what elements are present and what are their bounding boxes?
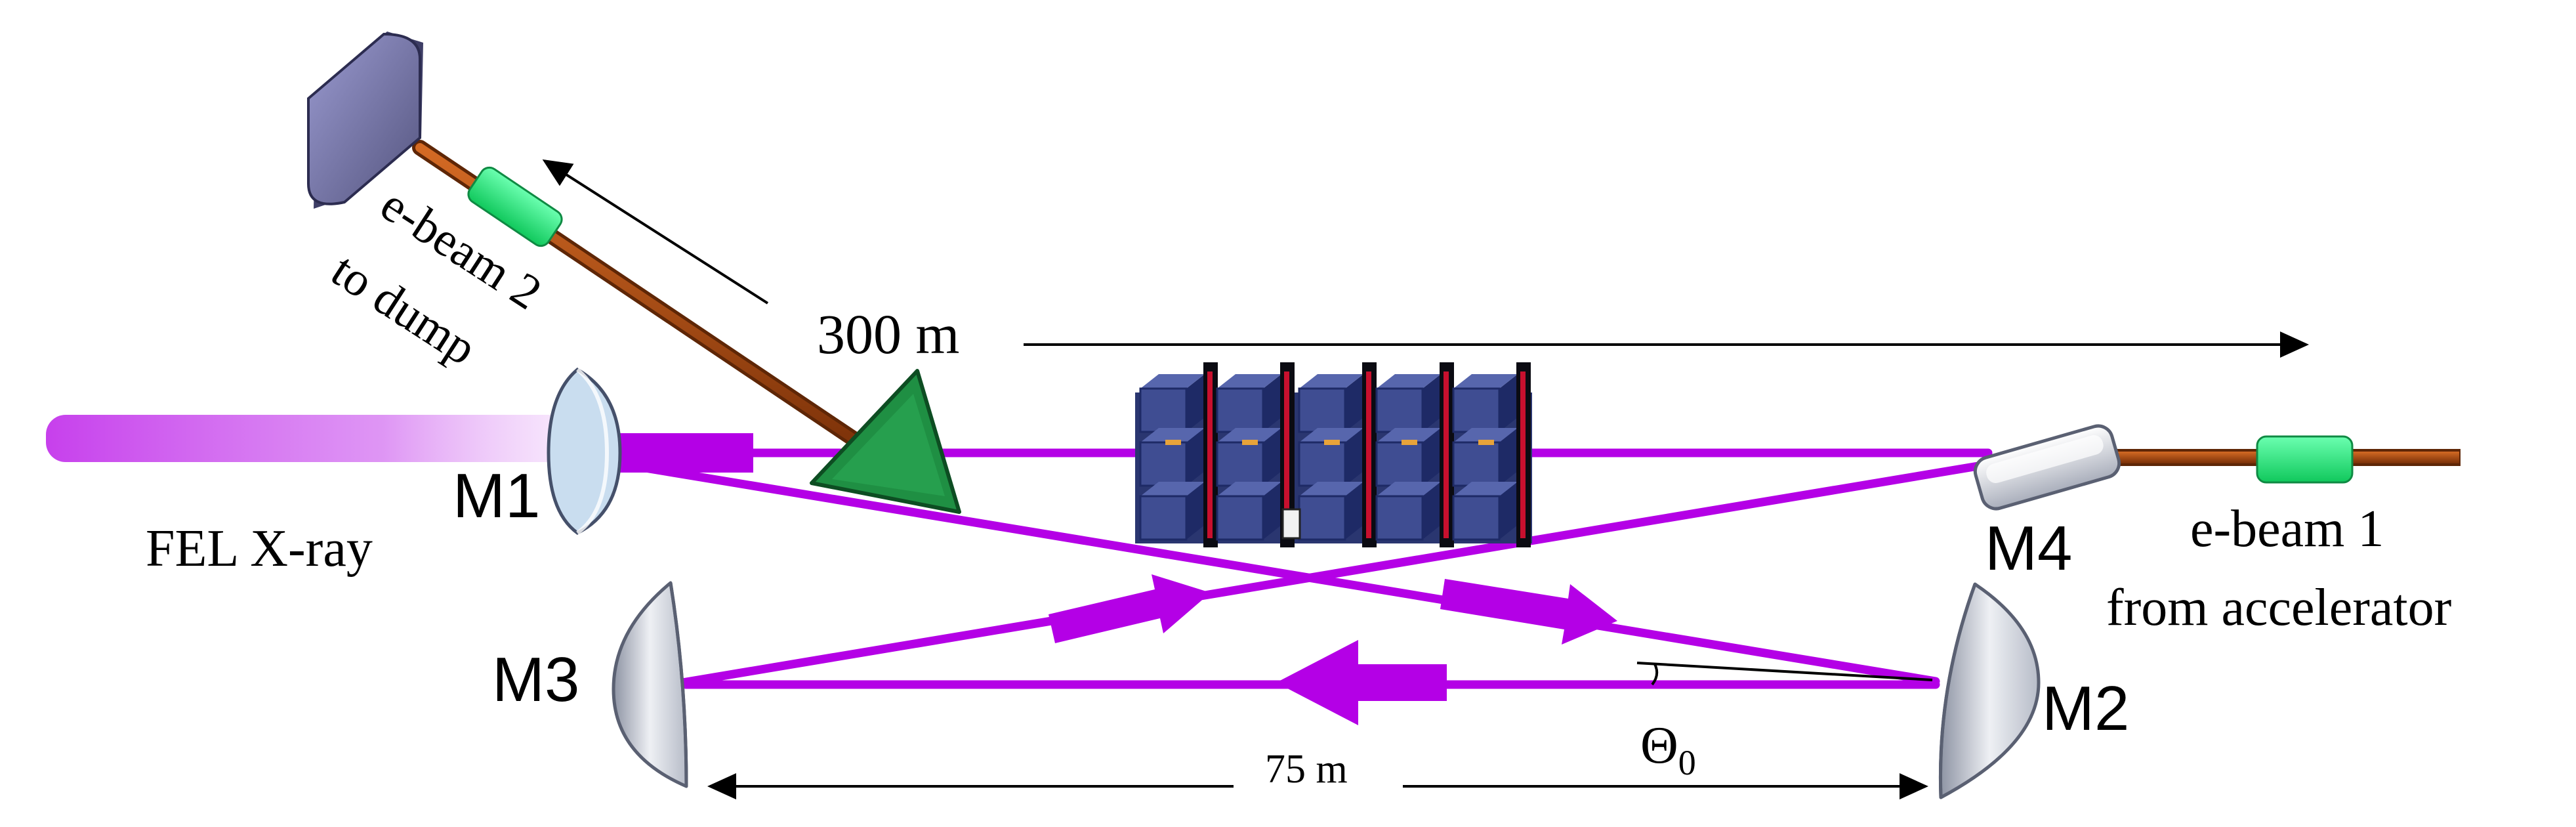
m1-label: M1	[453, 461, 540, 531]
magnet-plate	[1516, 362, 1531, 547]
undulator-block	[1139, 428, 1205, 487]
magnet-plate	[1203, 362, 1218, 547]
beam-direction-arrows	[574, 420, 1617, 725]
fel-xray-label: FEL X-ray	[146, 520, 373, 578]
undulator-block	[1216, 428, 1281, 487]
from-accelerator-label: from accelerator	[2106, 579, 2451, 637]
undulator-block	[1139, 482, 1205, 541]
undulator-block	[1298, 428, 1363, 487]
magnet-plate	[1362, 362, 1377, 547]
arrow-m2-to-m3	[1276, 640, 1447, 725]
undulator-block	[1216, 374, 1281, 433]
length-300m-label: 300 m	[817, 303, 959, 366]
undulator-block	[1139, 374, 1205, 433]
fel-xray-beam	[46, 415, 610, 462]
arrow-m1-to-m2	[1440, 579, 1617, 645]
theta-subscript: 0	[1678, 743, 1696, 782]
magnet-plate	[1280, 362, 1295, 547]
undulator-marker	[1281, 508, 1301, 540]
undulator	[1135, 362, 1532, 547]
m4-label: M4	[1985, 513, 2072, 583]
undulator-block	[1375, 374, 1441, 433]
theta-label: Θ0	[1640, 717, 1696, 782]
m2-label: M2	[2042, 673, 2129, 744]
mirror-m4	[1973, 424, 2121, 511]
undulator-block	[1375, 482, 1441, 541]
mirror-m2	[1938, 582, 2041, 799]
undulator-block	[1452, 374, 1518, 433]
prism	[810, 369, 961, 514]
undulator-block	[1216, 482, 1281, 541]
magnet-plate	[1440, 362, 1454, 547]
ebeam-2-detector	[467, 166, 563, 247]
length-75m-label: 75 m	[1265, 747, 1348, 792]
mirror-m1	[547, 367, 622, 535]
undulator-block	[1298, 482, 1363, 541]
ebeam-1-label: e-beam 1	[2190, 500, 2384, 558]
beam-m3-m4	[678, 461, 1983, 687]
beam-m1-m2	[609, 458, 1940, 686]
arrow-m3-to-m4	[1049, 574, 1211, 643]
mirror-m3	[612, 581, 688, 788]
beam-dump	[307, 32, 423, 209]
undulator-block	[1375, 428, 1441, 487]
undulator-block	[1452, 428, 1518, 487]
theta-angle	[1636, 662, 1933, 686]
undulator-block	[1298, 374, 1363, 433]
theta-symbol: Θ	[1640, 717, 1678, 774]
ebeam-1-detector	[2256, 435, 2354, 484]
dimension-arrows	[542, 159, 2309, 799]
undulator-block	[1452, 482, 1518, 541]
m3-label: M3	[492, 645, 579, 715]
arrow-300m-left	[542, 159, 769, 305]
